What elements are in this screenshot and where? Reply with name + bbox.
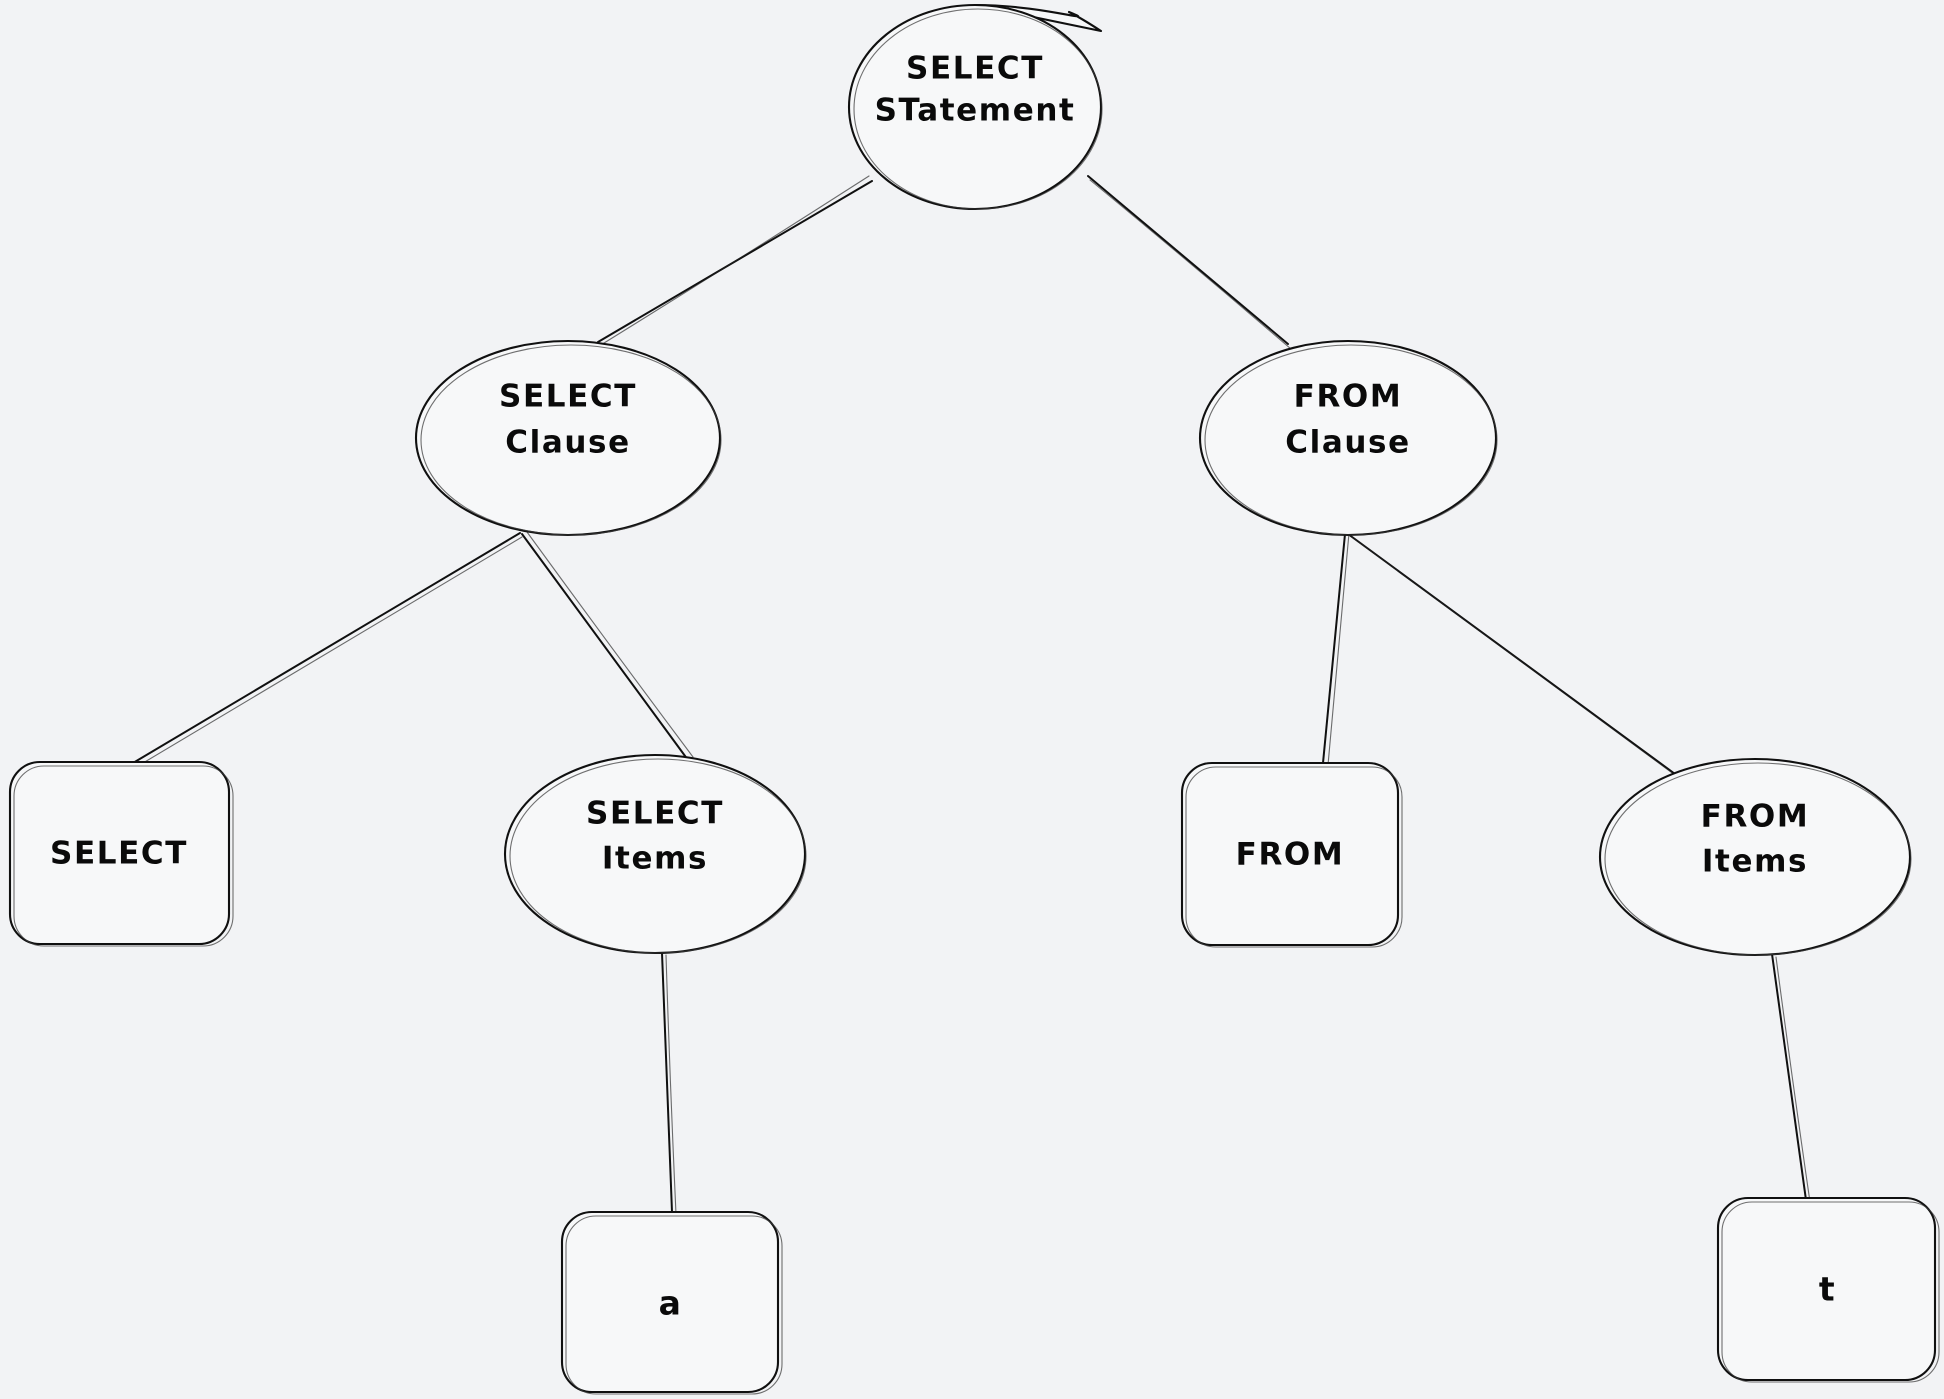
edge-select-statement-to-select-clause [595, 175, 873, 349]
node-select-terminal-label: SELECT [50, 836, 188, 872]
node-from-items-line2: Items [1702, 844, 1808, 880]
node-from-terminal[interactable]: FROM [1180, 761, 1403, 948]
node-select-statement-line1: SELECT [906, 51, 1044, 87]
node-select-clause[interactable]: SELECT Clause [414, 339, 722, 537]
node-select-items-line2: Items [602, 841, 708, 877]
node-from-items[interactable]: FROM Items [1598, 757, 1912, 957]
edge-from-items-to-table-t [1771, 953, 1811, 1203]
node-select-terminal[interactable]: SELECT [8, 760, 234, 947]
node-select-items[interactable]: SELECT Items [503, 753, 807, 955]
node-from-terminal-label: FROM [1236, 837, 1345, 873]
node-column-a-label: a [659, 1284, 682, 1323]
node-select-statement[interactable]: SELECT STatement [847, 3, 1103, 211]
edge-from-clause-to-from-items [1347, 533, 1695, 790]
node-select-items-line1: SELECT [586, 796, 724, 832]
node-table-t-label: t [1819, 1270, 1835, 1309]
edge-select-statement-to-from-clause [1087, 175, 1292, 350]
node-from-clause-line2: Clause [1285, 425, 1410, 461]
edge-from-clause-to-from-terminal [1322, 532, 1350, 766]
node-select-clause-line1: SELECT [499, 379, 637, 415]
node-from-clause[interactable]: FROM Clause [1198, 339, 1498, 537]
node-column-a[interactable]: a [560, 1210, 783, 1395]
edge-select-clause-to-select-items [521, 531, 694, 761]
node-from-clause-line1: FROM [1294, 379, 1403, 415]
node-select-clause-line2: Clause [505, 425, 630, 461]
edge-select-clause-to-select-terminal [132, 532, 523, 767]
node-table-t[interactable]: t [1716, 1196, 1940, 1383]
edge-select-items-to-column-a [661, 952, 677, 1215]
node-from-items-line1: FROM [1701, 799, 1810, 835]
edge-group [132, 175, 1811, 1215]
node-select-statement-line2: STatement [875, 93, 1076, 129]
